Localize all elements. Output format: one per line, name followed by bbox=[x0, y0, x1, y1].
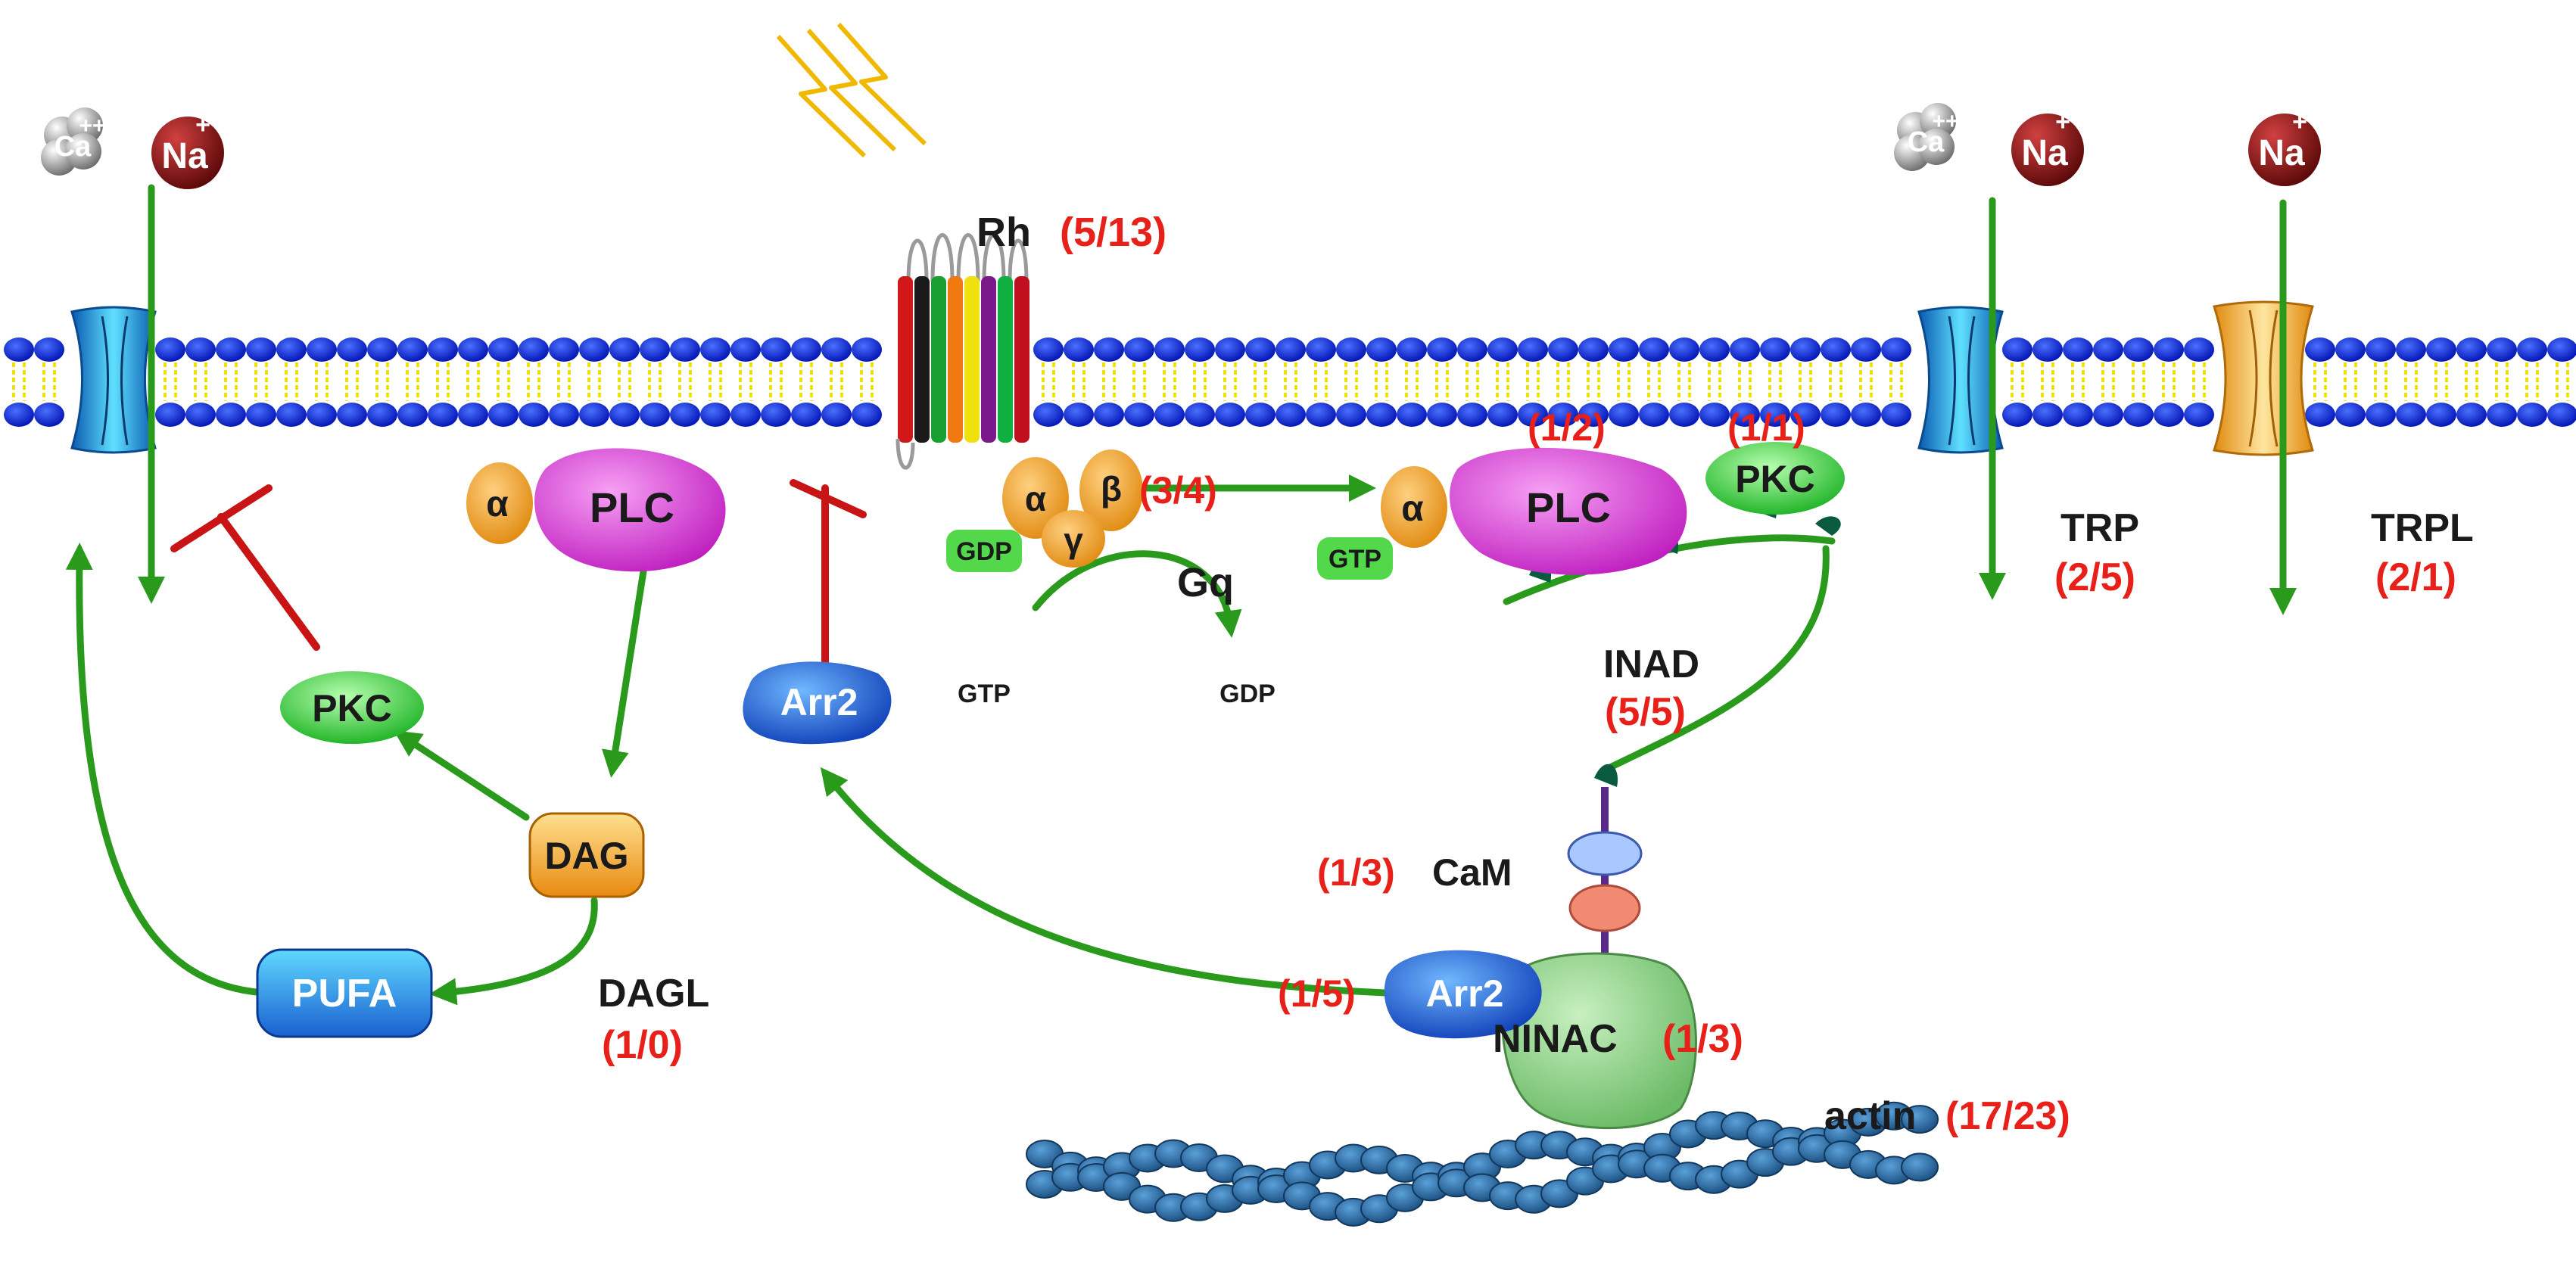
pkc-label: PKC bbox=[1735, 458, 1815, 500]
ninac-count: (1/3) bbox=[1662, 1017, 1743, 1061]
gdp-badge-label: GDP bbox=[956, 537, 1012, 566]
plc-label: PLC bbox=[590, 484, 674, 531]
plc-complex-right: GTP α PLC PKC bbox=[1317, 442, 1845, 580]
ninac-myosin bbox=[1501, 952, 1697, 1130]
pkc-enzyme bbox=[1705, 442, 1845, 515]
gq-beta-label: β bbox=[1101, 469, 1122, 509]
inad-count: (5/5) bbox=[1605, 690, 1686, 734]
g-alpha-label: α bbox=[1401, 489, 1424, 529]
gq-gamma-label: γ bbox=[1064, 521, 1083, 560]
ion-na-charge: + bbox=[2292, 107, 2307, 136]
ninac-stalk bbox=[1601, 787, 1609, 969]
gtp-badge bbox=[1317, 537, 1393, 580]
inad-label: INAD bbox=[1603, 642, 1699, 686]
sodium-ion-icon: Na + bbox=[2248, 107, 2321, 186]
plc-count: (1/2) bbox=[1528, 406, 1606, 449]
ion-na-label: Na bbox=[161, 136, 208, 176]
arr2-label: Arr2 bbox=[780, 681, 858, 723]
plc-complex-left: α PLC bbox=[466, 448, 726, 572]
activation-arrows bbox=[65, 184, 2297, 1006]
plc-label: PLC bbox=[1526, 484, 1611, 531]
actin-count: (17/23) bbox=[1945, 1094, 2070, 1138]
g-alpha-subunit bbox=[466, 462, 533, 544]
pkc-label: PKC bbox=[312, 687, 392, 729]
dagl-label: DAGL bbox=[598, 972, 709, 1016]
gq-count: (3/4) bbox=[1139, 469, 1217, 512]
arr2-label: Arr2 bbox=[1426, 972, 1504, 1015]
dagl-count: (1/0) bbox=[602, 1023, 683, 1067]
trp-count: (2/5) bbox=[2054, 555, 2135, 599]
arrestin-2-right: Arr2 bbox=[1384, 950, 1542, 1039]
cam-label: CaM bbox=[1432, 851, 1512, 894]
rhodopsin-receptor bbox=[896, 233, 1029, 470]
trp-label: TRP bbox=[2060, 506, 2139, 550]
gdp-label: GDP bbox=[1219, 680, 1276, 708]
gtp-badge-label: GTP bbox=[1328, 545, 1381, 574]
sodium-ion-icon: Na + bbox=[2011, 107, 2084, 186]
g-alpha-label: α bbox=[486, 484, 509, 524]
calmodulin bbox=[1567, 831, 1643, 932]
rh-count: (5/13) bbox=[1060, 210, 1167, 255]
dag-label: DAG bbox=[544, 835, 628, 877]
gdp-badge bbox=[946, 530, 1022, 572]
rh-label: Rh bbox=[977, 210, 1031, 255]
trp-channel bbox=[1917, 306, 2004, 454]
gq-protein: GDP α β γ bbox=[946, 449, 1143, 572]
ion-ca-label: Ca bbox=[55, 131, 92, 163]
ion-ca-charge: ++ bbox=[1932, 109, 1958, 134]
trpl-label: TRPL bbox=[2371, 506, 2474, 550]
pufa-lipid: PUFA bbox=[256, 948, 433, 1038]
gq-label: Gq bbox=[1177, 560, 1234, 605]
ion-na-label: Na bbox=[2021, 133, 2068, 173]
calcium-ion-icon: Ca ++ bbox=[41, 107, 106, 176]
lipid-bilayer bbox=[4, 337, 2576, 427]
calcium-ion-icon: Ca ++ bbox=[1894, 103, 1959, 171]
ion-na-label: Na bbox=[2258, 133, 2305, 173]
sodium-ion-icon: Na + bbox=[151, 110, 224, 189]
pufa-label: PUFA bbox=[292, 972, 397, 1016]
ion-ca-charge: ++ bbox=[79, 114, 105, 138]
diagram-labels: GTP GDP Rh (5/13) (3/4) Gq (1/2) (1/1) T… bbox=[598, 210, 2474, 1138]
light-icon bbox=[776, 23, 927, 158]
arr2-count: (1/5) bbox=[1278, 972, 1356, 1015]
cam-count: (1/3) bbox=[1317, 851, 1395, 894]
plc-enzyme bbox=[534, 448, 726, 572]
gtp-label: GTP bbox=[958, 680, 1011, 708]
actin-filament bbox=[1026, 1101, 1939, 1227]
actin-label: actin bbox=[1824, 1094, 1916, 1138]
trpl-count: (2/1) bbox=[2375, 555, 2456, 599]
arrestin-2-left: Arr2 bbox=[743, 661, 892, 745]
dag-lipid: DAG bbox=[528, 812, 645, 898]
inhibition-marks bbox=[170, 479, 867, 673]
plc-enzyme bbox=[1450, 447, 1687, 575]
ion-na-charge: + bbox=[195, 110, 210, 139]
ion-na-charge: + bbox=[2055, 107, 2070, 136]
left-cation-channel bbox=[70, 306, 157, 454]
gq-alpha-label: α bbox=[1025, 479, 1046, 518]
pkc-enzyme-left: PKC bbox=[280, 671, 424, 744]
pkc-count: (1/1) bbox=[1727, 406, 1805, 449]
ninac-label: NINAC bbox=[1493, 1017, 1618, 1061]
ion-ca-label: Ca bbox=[1908, 126, 1945, 158]
trpl-channel bbox=[2213, 300, 2314, 456]
